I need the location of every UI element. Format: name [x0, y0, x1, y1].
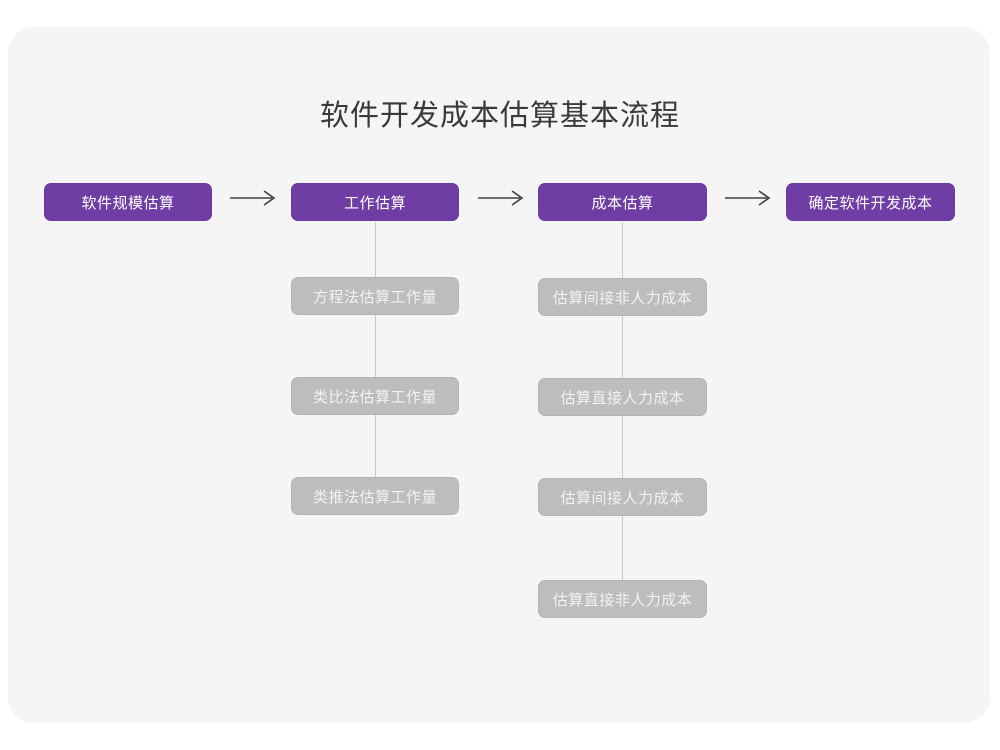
flow-subnode-stage-3-1[interactable]: 估算间接非人力成本	[538, 278, 707, 316]
flow-node-label: 成本估算	[591, 194, 654, 212]
flow-node-label: 确定软件开发成本	[808, 194, 933, 212]
flow-subnode-stage-2-2[interactable]: 类比法估算工作量	[291, 377, 459, 415]
flow-subnode-stage-3-2[interactable]: 估算直接人力成本	[538, 378, 707, 416]
flow-subnode-label: 类比法估算工作量	[312, 388, 437, 406]
flow-node-stage-4[interactable]: 确定软件开发成本	[786, 183, 955, 221]
page-title: 软件开发成本估算基本流程	[319, 100, 680, 132]
diagram-card	[8, 27, 990, 723]
flow-subnode-label: 估算间接人力成本	[560, 489, 685, 507]
flow-subnode-stage-3-4[interactable]: 估算直接非人力成本	[538, 580, 707, 618]
flow-node-stage-2[interactable]: 工作估算	[291, 183, 459, 221]
flow-subnode-stage-2-3[interactable]: 类推法估算工作量	[291, 477, 459, 515]
arrow-icon-3	[723, 188, 775, 208]
flow-subnode-label: 估算间接非人力成本	[552, 289, 693, 307]
arrow-icon-1	[228, 188, 280, 208]
flow-subnode-label: 方程法估算工作量	[312, 288, 437, 306]
flow-subnode-label: 类推法估算工作量	[312, 488, 437, 506]
flow-node-label: 工作估算	[343, 194, 406, 212]
arrow-icon-2	[476, 188, 528, 208]
flow-subnode-stage-2-1[interactable]: 方程法估算工作量	[291, 277, 459, 315]
flow-node-label: 软件规模估算	[81, 194, 175, 212]
connector-line-stage-2	[375, 222, 376, 499]
flow-node-stage-3[interactable]: 成本估算	[538, 183, 707, 221]
flow-node-stage-1[interactable]: 软件规模估算	[44, 183, 212, 221]
flow-subnode-stage-3-3[interactable]: 估算间接人力成本	[538, 478, 707, 516]
flow-subnode-label: 估算直接人力成本	[560, 389, 685, 407]
flow-subnode-label: 估算直接非人力成本	[552, 591, 693, 609]
